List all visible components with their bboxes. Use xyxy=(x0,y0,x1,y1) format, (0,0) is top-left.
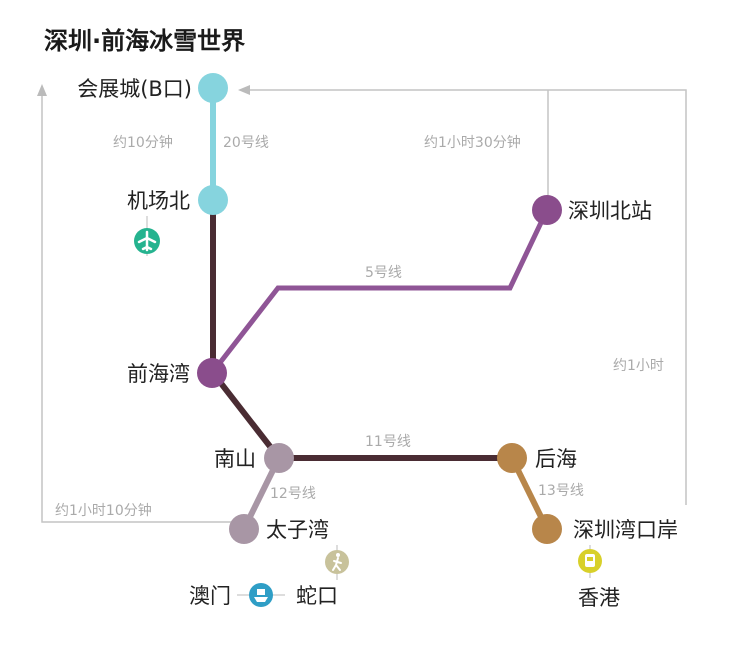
label-line-5: 5号线 xyxy=(365,265,402,281)
label-shenzhenwan: 深圳湾口岸 xyxy=(573,518,678,542)
label-line-20: 20号线 xyxy=(223,135,269,151)
map-title: 深圳·前海冰雪世界 xyxy=(44,27,245,55)
station-huizhancheng[interactable] xyxy=(198,73,228,103)
label-jichangbei: 机场北 xyxy=(127,189,190,213)
time-shekou: 约1小时10分钟 xyxy=(55,502,152,519)
time-hk: 约1小时 xyxy=(613,358,664,374)
station-houhai[interactable] xyxy=(497,443,527,473)
arrow-up-icon xyxy=(37,84,47,96)
arrow-left-icon xyxy=(238,85,250,95)
station-shenzhenbei[interactable] xyxy=(532,195,562,225)
label-shekou: 蛇口 xyxy=(296,584,338,608)
label-line-11: 11号线 xyxy=(365,434,411,450)
ferry-icon xyxy=(249,583,273,607)
label-line-12: 12号线 xyxy=(270,486,316,502)
label-hongkong: 香港 xyxy=(578,586,620,610)
station-shenzhenwan[interactable] xyxy=(532,514,562,544)
bus-icon xyxy=(578,549,602,573)
time-north: 约1小时30分钟 xyxy=(424,134,521,151)
line-11 xyxy=(210,200,512,461)
hk-route-line xyxy=(246,89,687,505)
label-shenzhenbei: 深圳北站 xyxy=(568,199,652,223)
label-macau: 澳门 xyxy=(189,584,231,608)
label-houhai: 后海 xyxy=(535,447,577,471)
time-airport: 约10分钟 xyxy=(113,134,173,151)
walking-person-icon xyxy=(325,550,349,574)
station-taiziwan[interactable] xyxy=(229,514,259,544)
station-qianhaiwan[interactable] xyxy=(197,358,227,388)
label-taiziwan: 太子湾 xyxy=(266,518,329,542)
station-nanshan[interactable] xyxy=(264,443,294,473)
label-huizhancheng: 会展城(B口) xyxy=(77,77,192,101)
label-line-13: 13号线 xyxy=(538,483,584,499)
label-qianhaiwan: 前海湾 xyxy=(127,362,190,386)
label-nanshan: 南山 xyxy=(214,447,256,471)
line-5 xyxy=(210,208,550,375)
shekou-route-line xyxy=(41,96,236,523)
station-jichangbei[interactable] xyxy=(198,185,228,215)
route-guides xyxy=(41,89,687,523)
airplane-icon xyxy=(134,228,160,254)
